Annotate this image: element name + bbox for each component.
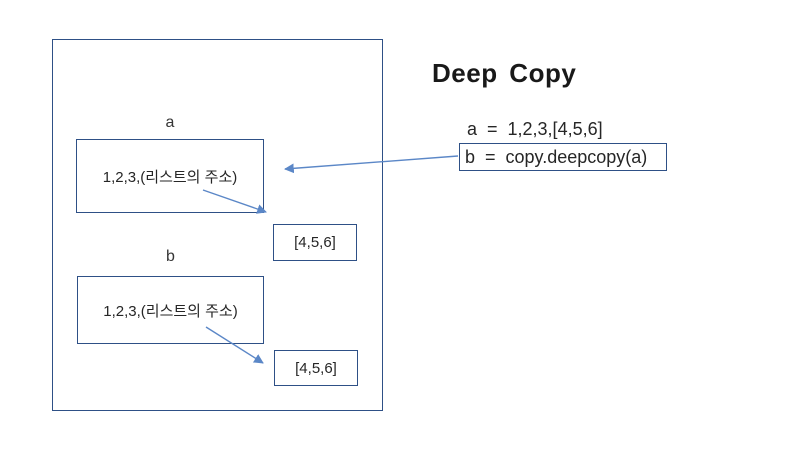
list-a-value: [4,5,6] <box>294 234 336 251</box>
variable-b-value: 1,2,3,(리스트의 주소) <box>103 302 238 320</box>
list-b-box: [4,5,6] <box>274 350 358 386</box>
variable-b-box: 1,2,3,(리스트의 주소) <box>77 276 264 344</box>
variable-a-value: 1,2,3,(리스트의 주소) <box>102 168 238 186</box>
variable-b-label: b <box>166 248 175 265</box>
variable-a-box: 1,2,3,(리스트의 주소) <box>76 139 264 213</box>
list-a-box: [4,5,6] <box>273 224 357 261</box>
code-line-b: b = copy.deepcopy(a) <box>465 146 648 167</box>
code-box-b: b = copy.deepcopy(a) <box>459 143 667 171</box>
list-b-value: [4,5,6] <box>295 359 337 377</box>
code-line-a: a = 1,2,3,[4,5,6] <box>467 119 603 139</box>
variable-a-label: a <box>165 114 175 131</box>
page-title: Deep Copy <box>432 58 577 88</box>
